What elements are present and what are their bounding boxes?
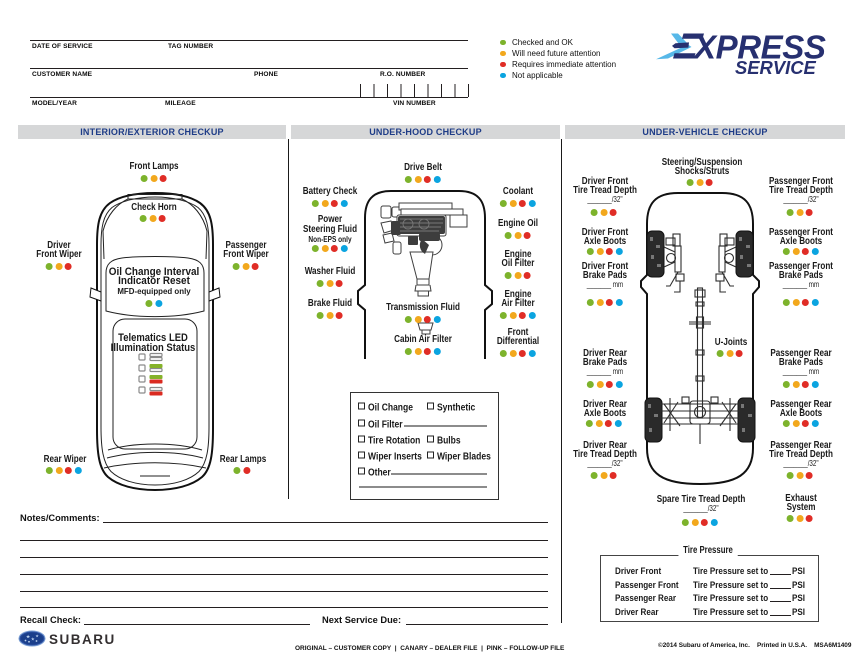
svg-text:Bulbs: Bulbs [437, 435, 461, 447]
svg-text:Other: Other [368, 467, 391, 479]
svg-text:Oil Change: Oil Change [368, 402, 413, 414]
svg-text:Oil Filter: Oil Filter [368, 419, 403, 431]
svg-text:SERVICE: SERVICE [735, 57, 816, 78]
svg-text:Wiper Inserts: Wiper Inserts [368, 451, 422, 463]
svg-text:Tire Rotation: Tire Rotation [368, 435, 421, 447]
svg-text:SUBARU: SUBARU [49, 632, 116, 647]
svg-text:XPRESS: XPRESS [692, 29, 826, 66]
svg-text:Wiper Blades: Wiper Blades [437, 451, 491, 463]
svg-text:Synthetic: Synthetic [437, 402, 475, 414]
